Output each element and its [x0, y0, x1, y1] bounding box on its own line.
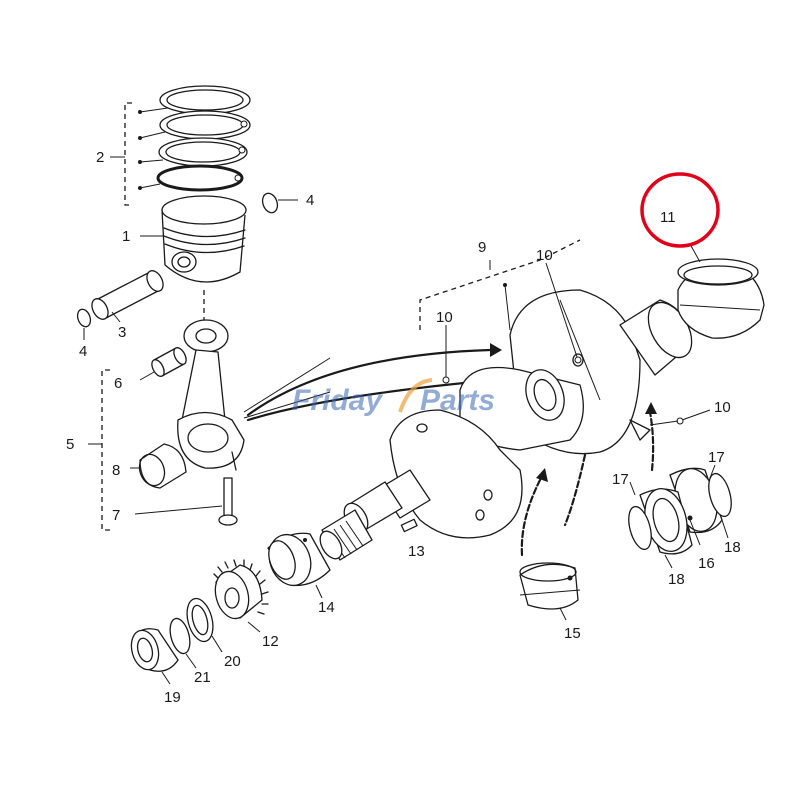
- connecting-rod: [177, 319, 245, 471]
- label-17-left: 17: [612, 471, 629, 488]
- label-14: 14: [318, 599, 335, 616]
- label-1: 1: [122, 228, 130, 245]
- piston: [140, 195, 247, 283]
- label-9: 9: [478, 239, 486, 256]
- crank-gear: [213, 559, 269, 633]
- crankshaft: [319, 239, 693, 561]
- thrust-washer: [186, 597, 223, 653]
- label-20: 20: [224, 653, 241, 670]
- oil-plug-leaders: [442, 262, 711, 426]
- label-10-left: 10: [436, 309, 453, 326]
- label-12: 12: [262, 633, 279, 650]
- crank-bearing-lower: [519, 562, 581, 621]
- conrod-bearing: [130, 443, 187, 489]
- label-4-top: 4: [306, 192, 314, 209]
- snap-ring-bottom: [76, 308, 92, 340]
- highlight-circle: [640, 172, 720, 248]
- piston-rings: [110, 85, 251, 206]
- label-7: 7: [112, 507, 120, 524]
- label-5: 5: [66, 436, 74, 453]
- main-bearing-set: [628, 464, 732, 569]
- assembly-arrows: [243, 343, 657, 557]
- label-8: 8: [112, 462, 120, 479]
- label-18-left: 18: [668, 571, 685, 588]
- label-10-right: 10: [714, 399, 731, 416]
- label-4-bottom: 4: [79, 343, 87, 360]
- label-19: 19: [164, 689, 181, 706]
- piston-pin: [91, 270, 164, 323]
- label-2: 2: [96, 149, 104, 166]
- svg-text:Parts: Parts: [420, 384, 495, 417]
- label-15: 15: [564, 625, 581, 642]
- label-13: 13: [408, 543, 425, 560]
- main-bearing-rear: [677, 243, 765, 339]
- conrod-bolt: [134, 477, 238, 526]
- label-21: 21: [194, 669, 211, 686]
- front-collar: [130, 628, 179, 685]
- small-end-bushing: [139, 347, 187, 381]
- label-17-right: 17: [708, 449, 725, 466]
- part-labels: 2 4 1 3 4 6 5 8 7 9 10 10 10 11 13 14 12…: [66, 149, 741, 706]
- snap-ring-top: [261, 192, 298, 214]
- label-3: 3: [118, 324, 126, 341]
- front-main-bearing: [267, 532, 331, 599]
- snap-ring-gear: [169, 617, 197, 669]
- label-10-top: 10: [536, 247, 553, 264]
- watermark-logo: Friday Parts: [292, 378, 495, 417]
- label-6: 6: [114, 375, 122, 392]
- svg-text:Friday: Friday: [292, 384, 383, 417]
- label-11: 11: [660, 209, 676, 226]
- label-16: 16: [698, 555, 715, 572]
- label-18-right: 18: [724, 539, 741, 556]
